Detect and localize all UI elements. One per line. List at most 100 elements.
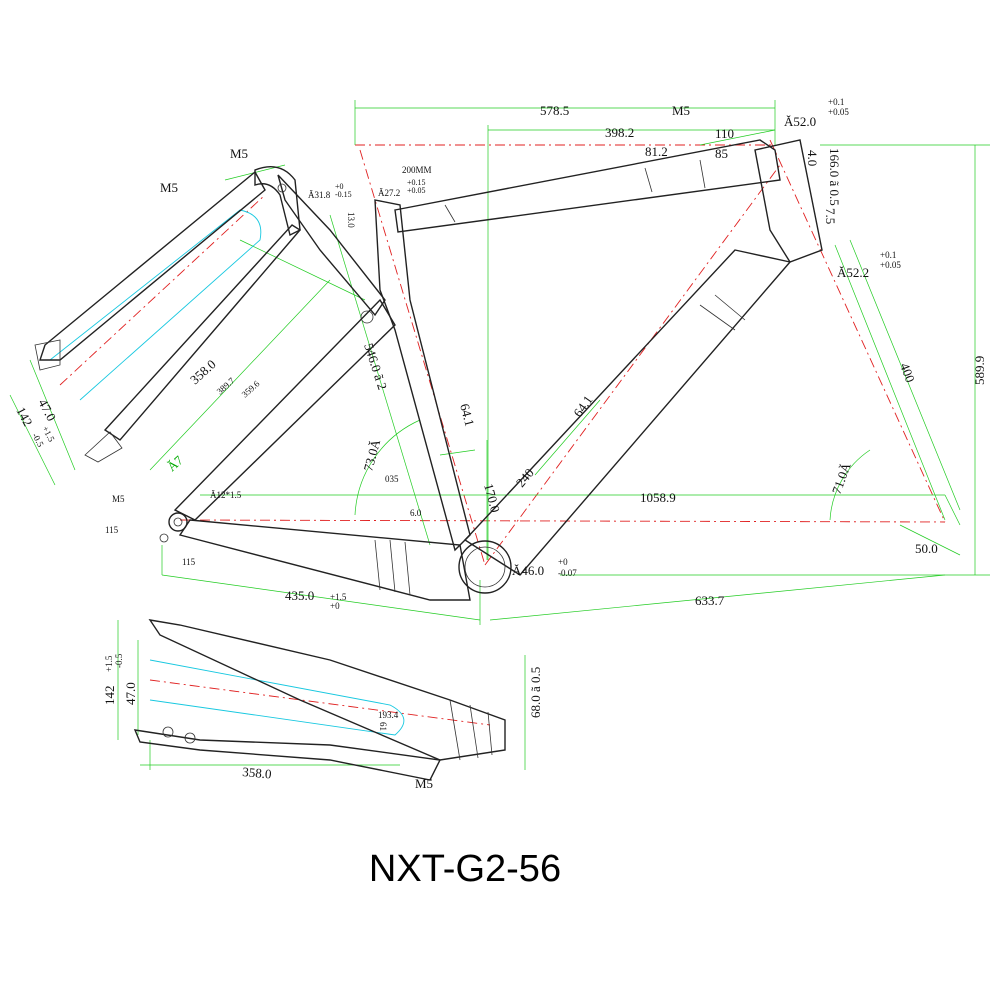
label-rear-358: 358.0 — [242, 764, 272, 781]
label-a52-tol-lo: +0.05 — [828, 107, 849, 117]
dimline-50 — [899, 524, 961, 556]
label-fork-3897: 389.7 — [215, 375, 237, 396]
label-bb-46: Ă46.0 — [512, 563, 544, 578]
fork-crown — [254, 166, 301, 237]
rear-bolt-2 — [184, 732, 196, 744]
label-fork-3596: 359.6 — [240, 378, 262, 399]
label-rear-m5: M5 — [415, 776, 433, 791]
down-tube — [463, 249, 792, 576]
dimline-angle-71 — [829, 449, 871, 521]
dimline-stay-641 — [439, 399, 601, 476]
fork-steerer — [277, 174, 386, 317]
dimline-1058 — [200, 494, 961, 526]
label-a522-tol-up: +0.1 — [880, 250, 896, 260]
rear-centerline — [149, 679, 491, 726]
label-fork-47: 47.0 — [35, 396, 59, 423]
label-85: 85 — [715, 146, 728, 161]
fork-clearance-outline — [49, 209, 262, 401]
dimline-angle-73 — [354, 419, 421, 516]
label-a7: Ă7 — [164, 452, 186, 474]
seat-tube — [374, 199, 471, 552]
label-rear-142: 142 — [102, 686, 117, 706]
head-tube — [754, 139, 823, 263]
label-st-546: 546.0 ã 2 — [361, 341, 390, 391]
label-115a: 115 — [105, 525, 119, 535]
fork-blade-left — [39, 170, 266, 361]
label-a522-tol-lo: +0.05 — [880, 260, 901, 270]
label-400: 400 — [897, 361, 918, 384]
label-top-m5: M5 — [672, 103, 690, 118]
label-fork-m5-a: M5 — [230, 146, 248, 161]
label-axle-12: Ă12*1.5 — [210, 490, 242, 500]
label-398: 398.2 — [605, 125, 634, 140]
label-st-641b: 64.1 — [570, 392, 595, 419]
label-81: 81.2 — [645, 144, 668, 159]
label-130: 13.0 — [346, 212, 356, 228]
dimline-seat-546 — [329, 214, 431, 546]
label-cs-435: 435.0 — [285, 588, 314, 603]
label-110: 110 — [715, 126, 734, 141]
top-tube — [394, 139, 781, 233]
label-angle-71: 71.0Ă — [829, 460, 854, 496]
label-cs-tol-up: +1.5 — [330, 592, 347, 602]
label-rear-1934: 193.4 — [378, 710, 399, 720]
label-ht-4: 4.0 — [805, 150, 820, 166]
label-035: 035 — [385, 474, 399, 484]
centerline-chainstay — [179, 519, 946, 523]
label-bb-tol-lo: -0.07 — [558, 568, 577, 578]
label-angle-73: 73.0Ă — [360, 437, 383, 473]
seat-stay — [173, 298, 396, 521]
label-fork-358: 358.0 — [187, 357, 219, 388]
label-a52-tol-up: +0.1 — [828, 97, 844, 107]
label-cs-tol-lo: +0 — [330, 601, 340, 611]
label-rear-tol-up: +1.5 — [104, 655, 114, 672]
dimension-labels: 578.5 M5 398.2 110 Ă52.0 +0.1 +0.05 81.2… — [13, 97, 987, 791]
label-5899: 589.9 — [972, 356, 987, 385]
label-ht-166: 166.0 ã 0.5 — [827, 148, 842, 206]
label-a52: Ă52.0 — [784, 114, 816, 129]
label-60: 6.0 — [410, 508, 422, 518]
model-title: NXT-G2-56 — [368, 848, 562, 890]
rear-clearance-outline — [149, 659, 405, 736]
rear-dropout — [168, 512, 188, 532]
label-a522: Ă52.2 — [837, 265, 869, 280]
rear-stay-view — [117, 619, 526, 781]
label-st-641a: 64.1 — [457, 402, 477, 428]
fork-centerline — [59, 194, 266, 386]
label-50: 50.0 — [915, 541, 938, 556]
fork-blade-right — [103, 224, 302, 441]
label-a272-tol-lo: +0.05 — [407, 186, 426, 195]
main-frame — [159, 100, 990, 625]
label-a272-tol-up: +0.15 — [407, 178, 426, 187]
label-ht-75: 7.5 — [823, 208, 838, 224]
label-bb-tol-up: +0 — [558, 557, 568, 567]
label-578: 578.5 — [540, 103, 569, 118]
dimline-589 — [560, 144, 990, 576]
centerline-head-tube — [769, 139, 946, 523]
label-115b: 115 — [182, 557, 196, 567]
label-200mm: 200MM — [402, 165, 432, 175]
label-a318-tol-up: +0 — [335, 182, 344, 191]
label-rear-680: 68.0 ã 0.5 — [528, 667, 543, 718]
dimline-398 — [487, 125, 775, 560]
dimline-633 — [489, 574, 946, 621]
label-st-170: 170.0 — [481, 482, 503, 514]
bottom-bracket — [458, 540, 512, 594]
label-a272: Ă27.2 — [378, 188, 400, 198]
label-rear-61: 61 — [378, 722, 388, 731]
label-1058: 1058.9 — [640, 490, 676, 505]
rear-stay-lower — [133, 729, 442, 781]
label-a318-tol-lo: -0.15 — [335, 190, 352, 199]
dimline-435 — [161, 545, 481, 625]
fork-dim-lines — [9, 164, 366, 486]
label-fork-m5-b: M5 — [160, 180, 178, 195]
label-rear-47: 47.0 — [123, 682, 138, 705]
dimline-110 — [699, 129, 776, 146]
rear-bolt-1 — [162, 726, 174, 738]
label-m5-left: M5 — [112, 494, 125, 504]
centerline-down-tube — [484, 164, 781, 566]
label-a318: Ă31.8 — [308, 190, 331, 200]
dimline-578 — [354, 100, 776, 145]
label-st-240: 240 — [513, 465, 537, 490]
